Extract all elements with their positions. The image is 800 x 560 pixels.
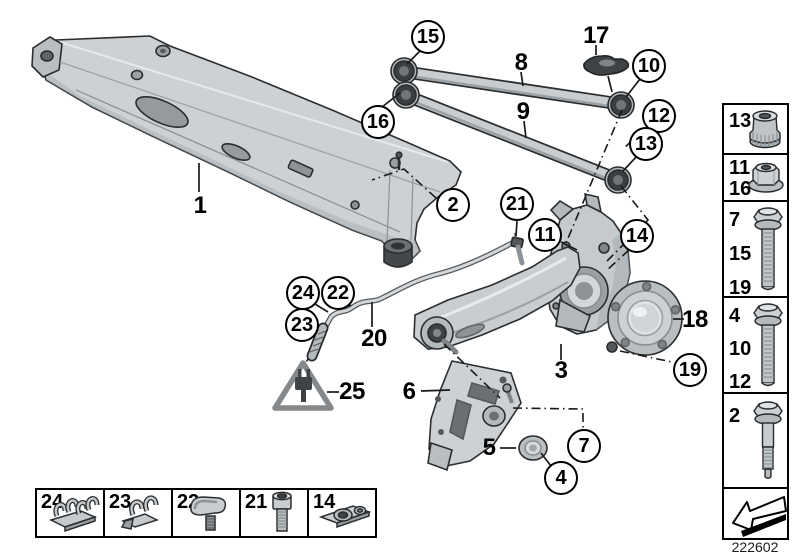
- callout-19[interactable]: 19: [673, 353, 707, 387]
- clamp-with-screw-icon: [190, 496, 227, 531]
- sidebar-label-13: 13: [729, 110, 752, 132]
- bracket-part-17: [583, 55, 630, 76]
- callout-12-label: 12: [647, 105, 671, 127]
- wheel-hub: [606, 280, 683, 356]
- label-20[interactable]: 20: [361, 327, 387, 351]
- callout-11-label: 11: [534, 224, 556, 246]
- clip-nut-icon: [318, 505, 372, 529]
- callout-23-label: 23: [290, 314, 314, 336]
- sidebar-label-16: 16: [729, 178, 752, 200]
- callout-14[interactable]: 14: [620, 219, 654, 253]
- label-9-text: 9: [516, 98, 530, 125]
- shoulder-bolt-icon: [753, 401, 783, 479]
- callout-21[interactable]: 21: [500, 187, 534, 221]
- figure-number: 222602: [731, 539, 779, 555]
- label-5[interactable]: 5: [483, 436, 496, 460]
- legend-box-14[interactable]: 14: [307, 488, 377, 538]
- sidebar-label-15: 15: [729, 243, 752, 265]
- callout-16[interactable]: 16: [361, 105, 395, 139]
- label-5-text: 5: [482, 434, 496, 461]
- callout-13[interactable]: 13: [629, 127, 663, 161]
- callout-23[interactable]: 23: [285, 308, 319, 342]
- label-3-text: 3: [554, 357, 568, 384]
- long-flange-bolt-icon: [753, 303, 783, 387]
- sidebar-label-4: 4: [729, 305, 741, 327]
- label-18[interactable]: 18: [682, 308, 708, 332]
- lower-control-arm: [392, 81, 632, 194]
- callout-2[interactable]: 2: [436, 188, 470, 222]
- sidebar-label-12: 12: [729, 371, 752, 393]
- label-8-text: 8: [514, 49, 528, 76]
- double-cable-clip-icon: [48, 496, 100, 533]
- sidebar-box-bolt-2[interactable]: 2: [722, 392, 789, 489]
- sidebar-label-2: 2: [729, 405, 741, 427]
- legend-box-21[interactable]: 21: [239, 488, 309, 538]
- label-17-text: 17: [583, 22, 609, 49]
- cable-clip-icon: [120, 495, 159, 530]
- callout-16-label: 16: [366, 111, 390, 133]
- upper-control-arm: [390, 57, 635, 119]
- sidebar-box-bolt-4-10-12[interactable]: 4 10 12: [722, 296, 789, 394]
- label-3[interactable]: 3: [555, 359, 568, 383]
- label-17[interactable]: 17: [583, 24, 609, 48]
- sidebar-label-10: 10: [729, 338, 752, 360]
- callout-21-label: 21: [505, 193, 529, 215]
- socket-head-screw-icon: [272, 491, 292, 532]
- long-flange-bolt-icon: [753, 207, 783, 291]
- label-6[interactable]: 6: [403, 380, 416, 404]
- sidebar-box-flange-nut[interactable]: 11 16: [722, 153, 789, 202]
- axis-lines: [371, 109, 673, 428]
- support-bracket: [427, 360, 522, 472]
- callout-24-label: 24: [291, 282, 315, 304]
- label-1[interactable]: 1: [194, 194, 207, 218]
- label-6-text: 6: [402, 378, 416, 405]
- callout-15[interactable]: 15: [411, 20, 445, 54]
- callout-13-label: 13: [634, 133, 658, 155]
- collar-nut-icon: [749, 110, 781, 149]
- label-1-text: 1: [193, 192, 207, 219]
- label-9[interactable]: 9: [517, 100, 530, 124]
- legend-box-22[interactable]: 22: [171, 488, 241, 538]
- legend-label-21: 21: [245, 491, 268, 513]
- trailing-arm: [413, 246, 591, 355]
- callout-4[interactable]: 4: [544, 461, 578, 495]
- label-18-text: 18: [682, 306, 708, 333]
- callout-22[interactable]: 22: [321, 276, 355, 310]
- sidebar-label-11: 11: [729, 157, 751, 179]
- sidebar-label-7: 7: [729, 209, 741, 231]
- callout-24[interactable]: 24: [286, 276, 320, 310]
- label-8[interactable]: 8: [515, 51, 528, 75]
- sidebar-box-bolt-7-15-19[interactable]: 7 15 19: [722, 200, 789, 298]
- legend-label-23: 23: [109, 491, 132, 513]
- callout-7-label: 7: [578, 435, 590, 457]
- callout-14-label: 14: [625, 225, 649, 247]
- callout-7[interactable]: 7: [567, 429, 601, 463]
- callout-4-label: 4: [555, 467, 567, 489]
- callout-10[interactable]: 10: [632, 49, 666, 83]
- installation-direction-arrow-icon: [732, 496, 787, 537]
- sidebar-box-direction-arrow[interactable]: [722, 487, 789, 540]
- callout-19-label: 19: [678, 359, 702, 381]
- sidebar-label-19: 19: [729, 277, 752, 299]
- warning-triangle-connector-icon: [272, 360, 334, 411]
- callout-15-label: 15: [416, 26, 440, 48]
- sidebar-box-collar-nut[interactable]: 13: [722, 103, 789, 155]
- label-20-text: 20: [361, 325, 387, 352]
- callout-11[interactable]: 11: [528, 218, 562, 252]
- sensor-cable: [303, 232, 525, 367]
- callout-22-label: 22: [326, 282, 350, 304]
- callout-10-label: 10: [637, 55, 661, 77]
- legend-box-24[interactable]: 24: [35, 488, 105, 538]
- subframe-part: [31, 35, 462, 268]
- label-25[interactable]: 25: [339, 380, 365, 404]
- legend-label-14: 14: [313, 491, 336, 513]
- label-25-text: 25: [339, 378, 365, 405]
- callout-2-label: 2: [447, 194, 459, 216]
- flange-nut-icon: [748, 162, 784, 193]
- legend-box-23[interactable]: 23: [103, 488, 173, 538]
- washer-part: [518, 435, 548, 461]
